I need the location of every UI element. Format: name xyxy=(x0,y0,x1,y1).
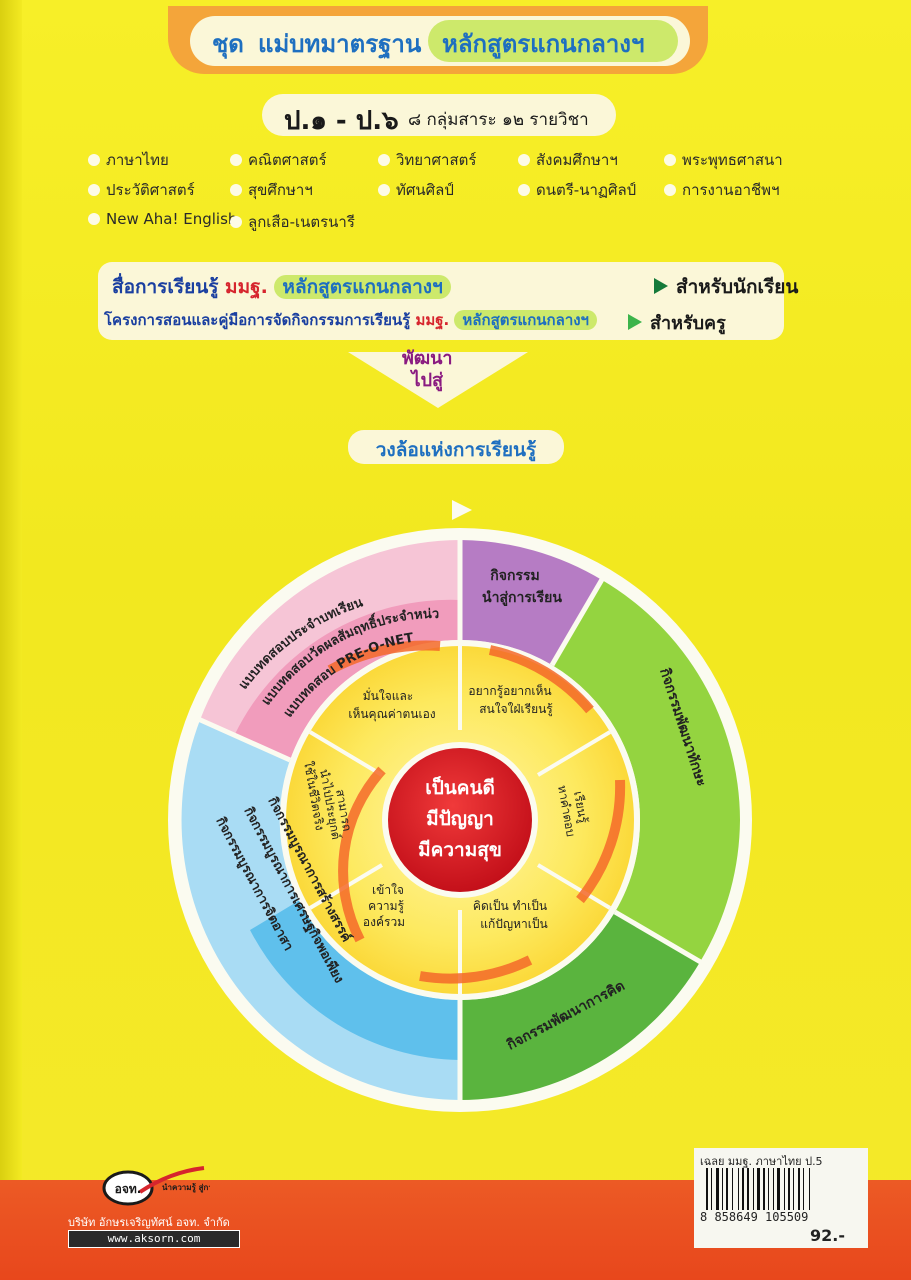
publisher-url: www.aksorn.com xyxy=(68,1230,240,1248)
barcode-bar xyxy=(809,1168,810,1210)
for-student: สำหรับนักเรียน xyxy=(654,272,798,302)
wheel-sector-thinking xyxy=(460,912,700,1100)
grade-pill xyxy=(262,94,616,136)
center-line-3: มีความสุข xyxy=(418,839,502,862)
subject-item: ทัศนศิลป์ xyxy=(378,178,454,202)
bullet-icon xyxy=(518,184,530,196)
publisher-tagline: นำความรู้ สู่การคิด xyxy=(162,1182,210,1193)
media-line-student: สื่อการเรียนรู้ มมฐ. หลักสูตรแกนกลางฯ xyxy=(112,272,451,302)
series-prefix: ชุด xyxy=(212,30,244,58)
subject-item: วิทยาศาสตร์ xyxy=(378,148,476,172)
barcode-bar xyxy=(753,1168,754,1210)
subject-item: New Aha! English xyxy=(88,210,237,228)
barcode-title: เฉลย มมฐ. ภาษาไทย ป.5 xyxy=(700,1155,823,1168)
barcode-bar xyxy=(747,1168,749,1210)
barcode-bar xyxy=(784,1168,785,1210)
start-marker-icon xyxy=(452,500,472,520)
triangle-right-icon xyxy=(654,278,668,294)
barcode-bar xyxy=(726,1168,728,1210)
subject-item: พระพุทธศาสนา xyxy=(664,148,783,172)
barcode-bar xyxy=(777,1168,780,1210)
barcode-bar xyxy=(798,1168,800,1210)
subject-item: คณิตศาสตร์ xyxy=(230,148,327,172)
cycle-arrows-icon xyxy=(327,640,626,984)
bullet-icon xyxy=(230,154,242,166)
subject-item: ดนตรี-นาฏศิลป์ xyxy=(518,178,636,202)
subject-item: สังคมศึกษาฯ xyxy=(518,148,618,172)
wheel-sector-intro xyxy=(460,540,602,665)
inner-curious-1: อยากรู้อยากเห็น xyxy=(468,683,551,699)
subject-item: สุขศึกษาฯ xyxy=(230,178,313,202)
wheel-title-pill: วงล้อแห่งการเรียนรู้ xyxy=(348,430,564,464)
barcode-bar xyxy=(788,1168,790,1210)
barcode-bar xyxy=(716,1168,719,1210)
barcode-icon xyxy=(706,1168,810,1210)
inner-confident-2: เห็นคุณค่าตนเอง xyxy=(348,706,435,722)
series-course-highlight xyxy=(428,20,678,62)
subject-item: ภาษาไทย xyxy=(88,148,169,172)
wheel-sector-enrich-band xyxy=(250,900,460,1060)
center-line-2: มีปัญญา xyxy=(426,808,494,830)
publisher-logo-icon: อจท. นำความรู้ สู่การคิด xyxy=(102,1166,210,1206)
bullet-icon xyxy=(378,154,390,166)
barcode-bar xyxy=(706,1168,708,1210)
inner-understand-1: เข้าใจ xyxy=(372,883,404,897)
wheel-separators xyxy=(194,536,706,1104)
wheel-sector-tests-band xyxy=(235,599,460,760)
inner-think-2: แก้ปัญหาเป็น xyxy=(480,916,547,931)
publisher-name: บริษัท อักษรเจริญทัศน์ อจท. จำกัด xyxy=(68,1216,230,1229)
bullet-icon xyxy=(88,184,100,196)
subject-item: การงานอาชีพฯ xyxy=(664,178,780,202)
barcode-digits: 8 858649 105509 xyxy=(700,1210,809,1224)
bullet-icon xyxy=(88,213,100,225)
media-line-teacher: โครงการสอนและคู่มือการจัดกิจกรรมการเรียน… xyxy=(104,308,597,332)
price: 92.- xyxy=(810,1226,845,1245)
barcode-bar xyxy=(803,1168,804,1210)
develop-label: พัฒนา ไปสู่ xyxy=(402,348,453,391)
inner-think-1: คิดเป็น ทำเป็น xyxy=(473,898,547,913)
bullet-icon xyxy=(664,154,676,166)
grade-detail: ๘ กลุ่มสาระ ๑๒ รายวิชา xyxy=(408,110,589,130)
subject-item: ประวัติศาสตร์ xyxy=(88,178,195,202)
series-title: แม่บทมาตรฐาน xyxy=(258,30,422,58)
barcode-bar xyxy=(768,1168,769,1210)
barcode-bar xyxy=(738,1168,739,1210)
barcode-bar xyxy=(793,1168,794,1210)
inner-understand-3: องค์รวม xyxy=(363,915,405,929)
bullet-icon xyxy=(230,184,242,196)
barcode-bar xyxy=(732,1168,733,1210)
grade-range: ป.๑ - ป.๖ xyxy=(284,106,399,136)
down-arrow-icon xyxy=(348,352,528,408)
inner-curious-2: สนใจใฝ่เรียนรู้ xyxy=(479,702,553,717)
triangle-right-icon xyxy=(628,314,642,330)
inner-understand-2: ความรู้ xyxy=(368,899,404,914)
bullet-icon xyxy=(378,184,390,196)
learning-wheel: เป็นคนดี มีปัญญา มีความสุข กิจกรรม นำสู่… xyxy=(160,500,752,1112)
bullet-icon xyxy=(518,154,530,166)
barcode-bar xyxy=(722,1168,723,1210)
barcode-bar xyxy=(757,1168,760,1210)
intro-label-1: กิจกรรม xyxy=(490,568,540,584)
barcode-bar xyxy=(763,1168,765,1210)
bullet-icon xyxy=(230,216,242,228)
spine-shade xyxy=(0,0,22,1280)
bullet-icon xyxy=(88,154,100,166)
inner-confident-1: มั่นใจและ xyxy=(363,687,414,703)
barcode-bar xyxy=(742,1168,744,1210)
for-teacher: สำหรับครู xyxy=(628,308,726,337)
wheel-sector-skills xyxy=(552,580,740,820)
barcode-bar xyxy=(773,1168,774,1210)
wheel-title: วงล้อแห่งการเรียนรู้ xyxy=(375,439,537,461)
publisher-logo-text: อจท. xyxy=(115,1182,142,1196)
subject-item: ลูกเสือ-เนตรนารี xyxy=(230,210,355,234)
wheel-sector-skills-b xyxy=(615,820,740,962)
center-line-1: เป็นคนดี xyxy=(425,775,495,799)
barcode-bar xyxy=(711,1168,712,1210)
series-course: หลักสูตรแกนกลางฯ xyxy=(442,30,645,58)
center-disk xyxy=(388,748,532,892)
bullet-icon xyxy=(664,184,676,196)
intro-label-2: นำสู่การเรียน xyxy=(482,590,562,606)
